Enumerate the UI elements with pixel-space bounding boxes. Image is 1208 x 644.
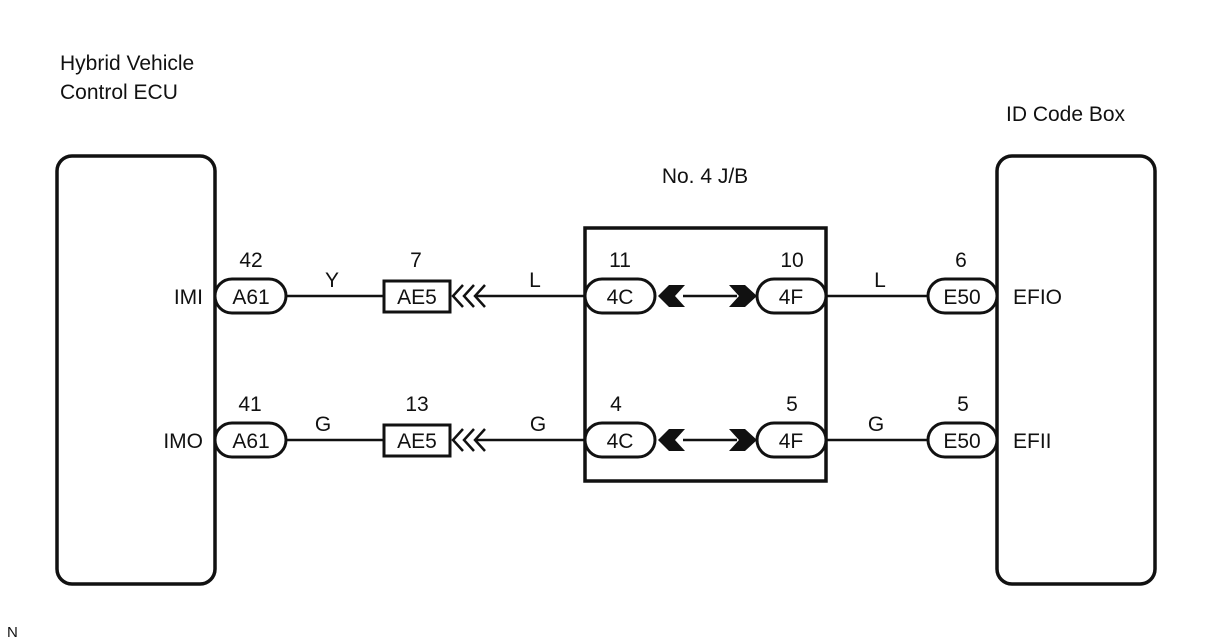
- inline-connector-label: AE5: [397, 286, 437, 309]
- idbox-terminal-label: EFII: [1013, 430, 1052, 453]
- jb-out-connector-label: 4F: [779, 286, 804, 309]
- jb-in-pin-number: 4: [610, 393, 622, 416]
- footer-mark: N: [7, 624, 18, 641]
- idbox-terminal-label: EFIO: [1013, 286, 1062, 309]
- inline-pin-number: 13: [405, 393, 428, 416]
- wire-color-label: G: [315, 413, 331, 436]
- ecu-connector-pill: [213, 277, 288, 315]
- idbox-connector-pill: [926, 277, 999, 315]
- junction-block-name: No. 4 J/B: [662, 165, 748, 188]
- connector-chevron-icon: [451, 428, 486, 452]
- idbox-pin-number: 6: [955, 249, 967, 272]
- wire-color-label: G: [868, 413, 884, 436]
- inline-connector-box: [382, 423, 452, 458]
- ecu-connector-pill: [213, 421, 288, 459]
- wire-color-label: Y: [325, 269, 339, 292]
- inline-pin-number: 7: [410, 249, 422, 272]
- jb-out-connector-pill: [755, 277, 828, 315]
- jb-connector-right-icon: [729, 429, 757, 451]
- ecu-connector-label: A61: [232, 286, 269, 309]
- ecu-pin-number: 41: [238, 393, 261, 416]
- ecu-pin-number: 42: [239, 249, 262, 272]
- ecu-name-line2: Control ECU: [60, 81, 178, 104]
- circuit-imi: IMI 42 A61 Y 7 AE5 L 11 4C 10 4F L 6 E50: [174, 249, 1062, 315]
- ecu-name-line1: Hybrid Vehicle: [60, 52, 194, 75]
- wire-color-label: L: [874, 269, 886, 292]
- ecu-connector-label: A61: [232, 430, 269, 453]
- jb-connector-right-icon: [729, 285, 757, 307]
- jb-in-connector-label: 4C: [607, 430, 634, 453]
- inline-connector-box: [382, 279, 452, 314]
- idbox-connector-label: E50: [943, 430, 980, 453]
- idbox-connector-label: E50: [943, 286, 980, 309]
- ecu-box: [55, 154, 217, 586]
- jb-out-pin-number: 10: [780, 249, 803, 272]
- jb-in-pin-number: 11: [609, 249, 631, 272]
- jb-connector-left-icon: [658, 285, 685, 307]
- ecu-terminal-label: IMO: [163, 430, 203, 453]
- jb-out-connector-pill: [755, 421, 828, 459]
- idbox-pin-number: 5: [957, 393, 969, 416]
- jb-out-connector-label: 4F: [779, 430, 804, 453]
- inline-connector-label: AE5: [397, 430, 437, 453]
- jb-connector-left-icon: [658, 429, 685, 451]
- idbox-connector-pill: [926, 421, 999, 459]
- circuit-imo: IMO 41 A61 G 13 AE5 G 4 4C 5 4F G 5 E50 …: [163, 393, 1052, 459]
- id-code-box: [995, 154, 1157, 586]
- connector-chevron-icon: [451, 284, 486, 308]
- jb-out-pin-number: 5: [786, 393, 798, 416]
- jb-in-connector-pill: [583, 421, 657, 459]
- jb-in-connector-label: 4C: [607, 286, 634, 309]
- wire-color-label: G: [530, 413, 546, 436]
- jb-in-connector-pill: [583, 277, 657, 315]
- wire-color-label: L: [529, 269, 541, 292]
- ecu-terminal-label: IMI: [174, 286, 203, 309]
- id-code-box-name: ID Code Box: [1006, 103, 1126, 126]
